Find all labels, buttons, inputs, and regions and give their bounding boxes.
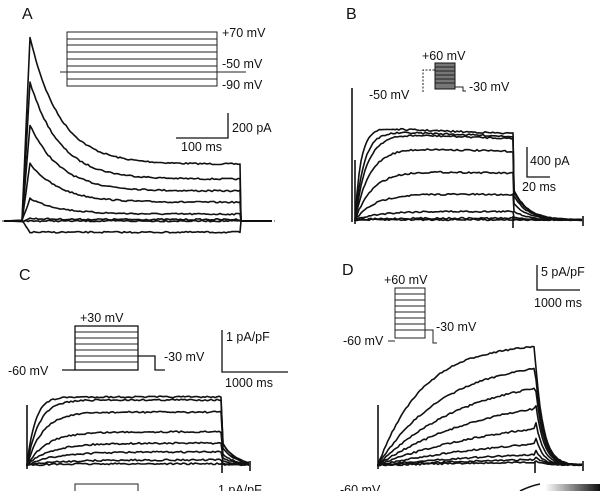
panel-label-d: D <box>342 262 354 279</box>
partial-trace <box>519 483 541 491</box>
trace-c <box>26 410 249 466</box>
scale-d-y: 5 pA/pF <box>541 265 585 279</box>
trace-d <box>377 437 583 467</box>
trace-b <box>354 131 583 222</box>
trace-a <box>3 81 272 223</box>
trace-b <box>354 127 583 222</box>
trace-a <box>3 220 272 234</box>
trace-c <box>26 441 249 467</box>
protocol-a-label-holding: -50 mV <box>222 57 263 71</box>
protocol-c-label-holding: -60 mV <box>8 364 49 378</box>
trace-c <box>27 462 250 467</box>
scale-c-x: 1000 ms <box>225 376 273 390</box>
protocol-a-label-bottom: -90 mV <box>222 78 263 92</box>
protocol-b-label-top: +60 mV <box>422 49 466 63</box>
scale-bar-a <box>176 113 229 139</box>
panel-label-c: C <box>19 267 31 284</box>
trace-a <box>3 197 272 222</box>
panel-label-a: A <box>22 6 33 23</box>
partial-protocol-e <box>74 483 139 491</box>
scale-c-y: 1 pA/pF <box>226 330 270 344</box>
trace-d <box>377 422 583 466</box>
trace-c <box>26 395 250 467</box>
scale-bar-c <box>221 330 288 373</box>
scale-b-y: 400 pA <box>530 154 570 168</box>
trace-a <box>3 162 272 223</box>
capacitive-artifact-d <box>377 405 584 473</box>
scale-d-x: 1000 ms <box>534 296 582 310</box>
partial-gradient-bar <box>545 484 600 491</box>
protocol-d-label-holding: -60 mV <box>343 334 384 348</box>
protocol-c <box>62 325 165 371</box>
trace-b <box>354 170 583 221</box>
trace-b <box>354 148 583 221</box>
scale-a-y: 200 pA <box>232 121 272 135</box>
scale-a-x: 100 ms <box>181 140 222 154</box>
protocol-b-label-tail: -30 mV <box>469 80 510 94</box>
trace-d <box>377 449 582 467</box>
trace-a <box>3 124 272 222</box>
trace-d <box>377 460 583 467</box>
protocol-c-label-tail: -30 mV <box>164 350 205 364</box>
scale-bar-b <box>526 147 550 178</box>
protocol-a <box>60 31 246 87</box>
trace-d <box>377 405 583 466</box>
trace-a <box>3 217 272 223</box>
protocol-b-label-holding: -50 mV <box>369 88 410 102</box>
protocol-a-label-top: +70 mV <box>222 26 266 40</box>
partial-scale-label: 1 pA/pF <box>218 483 262 491</box>
trace-c <box>26 458 250 467</box>
protocol-d-label-top: +60 mV <box>384 273 428 287</box>
protocol-d-label-tail: -30 mV <box>436 320 477 334</box>
trace-c <box>26 450 250 466</box>
partial-holding-label: -60 mV <box>340 483 381 491</box>
trace-c <box>26 398 250 465</box>
protocol-d <box>388 287 437 344</box>
trace-b <box>354 192 582 221</box>
protocol-b <box>422 62 466 92</box>
capacitive-artifact-b <box>354 160 584 228</box>
trace-a <box>3 36 272 222</box>
capacitive-artifact-c <box>26 405 251 473</box>
trace-b <box>354 218 583 222</box>
trace-d <box>377 387 583 466</box>
trace-a <box>3 219 272 223</box>
protocol-c-label-top: +30 mV <box>80 311 124 325</box>
trace-d <box>377 345 583 466</box>
scale-b-x: 20 ms <box>522 180 556 194</box>
scale-bar-d <box>536 265 580 291</box>
trace-d <box>377 367 582 467</box>
panel-label-b: B <box>346 6 357 23</box>
trace-c <box>26 430 250 466</box>
